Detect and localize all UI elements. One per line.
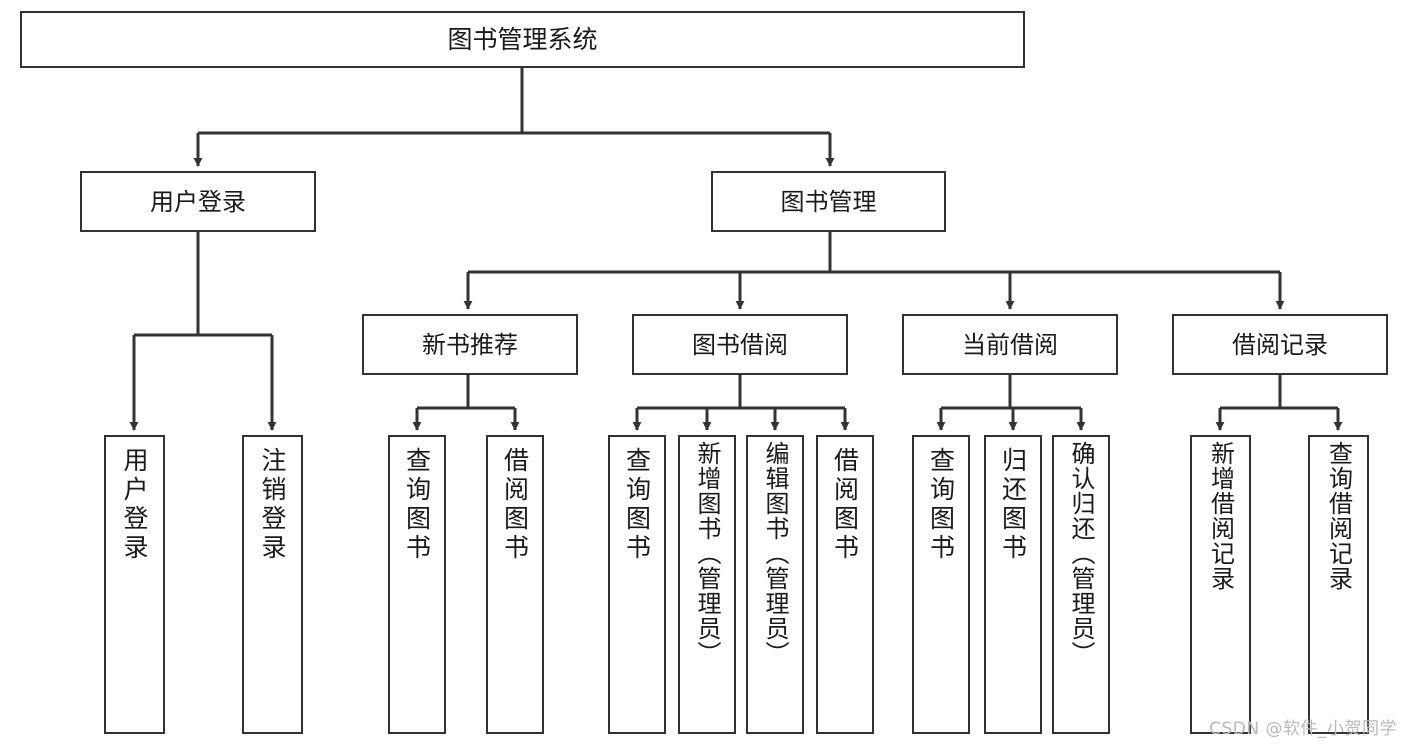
node-label: 图书管理 [780, 187, 877, 216]
node-level3-3[interactable]: 借阅记录 [1172, 314, 1388, 375]
node-label: 查询图书 [402, 447, 432, 563]
node-label: 查询图书 [926, 447, 956, 563]
node-root-图书管理系统[interactable]: 图书管理系统 [20, 11, 1025, 68]
node-leaf-12[interactable]: 查询借阅记录 [1308, 435, 1369, 734]
node-label: 用户登录 [150, 187, 246, 216]
node-leaf-6[interactable]: 编辑图书（管理员） [746, 435, 804, 734]
node-leaf-11[interactable]: 新增借阅记录 [1190, 435, 1251, 734]
node-leaf-7[interactable]: 借阅图书 [816, 435, 874, 734]
node-label: 查询借阅记录 [1324, 441, 1353, 591]
node-label: 图书管理系统 [447, 25, 598, 54]
node-leaf-9[interactable]: 归还图书 [984, 435, 1042, 734]
node-leaf-3[interactable]: 借阅图书 [486, 435, 544, 734]
node-label: 当前借阅 [962, 330, 1058, 359]
node-label: 新增图书（管理员） [693, 441, 721, 666]
node-label: 注销登录 [258, 447, 287, 563]
node-leaf-1[interactable]: 注销登录 [242, 435, 303, 734]
node-label: 用户登录 [120, 447, 149, 563]
node-leaf-10[interactable]: 确认归还（管理员） [1052, 435, 1110, 734]
node-level2-1[interactable]: 图书管理 [711, 171, 946, 232]
node-leaf-2[interactable]: 查询图书 [388, 435, 446, 734]
node-level3-0[interactable]: 新书推荐 [362, 314, 578, 375]
node-label: 借阅图书 [500, 447, 530, 563]
node-label: 查询图书 [622, 447, 652, 563]
node-label: 借阅记录 [1232, 330, 1328, 359]
node-label: 编辑图书（管理员） [761, 441, 789, 666]
node-level3-1[interactable]: 图书借阅 [632, 314, 848, 375]
node-leaf-8[interactable]: 查询图书 [912, 435, 970, 734]
node-label: 图书借阅 [692, 330, 788, 359]
node-label: 确认归还（管理员） [1067, 441, 1095, 666]
node-leaf-0[interactable]: 用户登录 [104, 435, 165, 734]
node-label: 借阅图书 [830, 447, 860, 563]
node-label: 新书推荐 [422, 330, 518, 359]
node-label: 归还图书 [998, 447, 1028, 563]
node-level3-2[interactable]: 当前借阅 [902, 314, 1118, 375]
node-leaf-5[interactable]: 新增图书（管理员） [678, 435, 736, 734]
node-label: 新增借阅记录 [1206, 441, 1235, 591]
node-level2-0[interactable]: 用户登录 [80, 171, 316, 232]
node-leaf-4[interactable]: 查询图书 [608, 435, 666, 734]
